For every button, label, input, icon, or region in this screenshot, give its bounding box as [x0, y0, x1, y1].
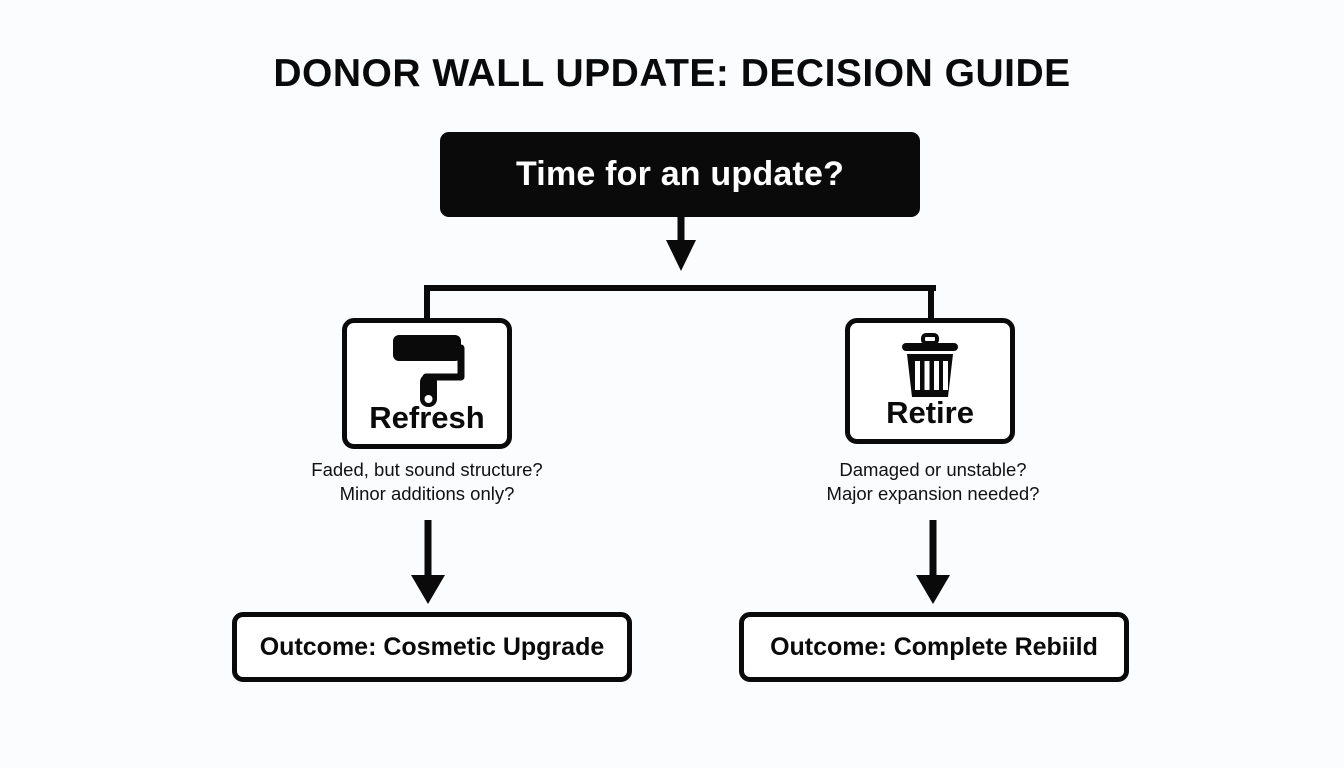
criteria-retire-line-2: Major expansion needed? — [826, 483, 1040, 504]
branch-label-retire: Retire — [886, 395, 974, 430]
branch-label-refresh: Refresh — [369, 400, 485, 435]
root-decision-label: Time for an update? — [515, 155, 845, 193]
branch-node-refresh[interactable]: Refresh — [342, 318, 512, 449]
criteria-refresh-line-2: Minor additions only? — [339, 483, 515, 504]
right-outcome-arrow-head — [916, 575, 950, 604]
outcome-node-cosmetic-upgrade[interactable]: Outcome: Cosmetic Upgrade — [232, 612, 632, 682]
outcome-node-complete-rebuild[interactable]: Outcome: Complete Rebiild — [739, 612, 1129, 682]
outcome-label-cosmetic-upgrade: Outcome: Cosmetic Upgrade — [259, 632, 605, 661]
criteria-retire-line-1: Damaged or unstable? — [839, 459, 1027, 480]
paint-roller-icon — [347, 331, 507, 409]
outcome-label-complete-rebuild: Outcome: Complete Rebiild — [770, 632, 1098, 661]
criteria-refresh: Faded, but sound structure? Minor additi… — [247, 458, 607, 506]
branch-node-retire[interactable]: Retire — [845, 318, 1015, 444]
left-outcome-arrow-head — [411, 575, 445, 604]
root-arrow-head — [666, 240, 696, 271]
root-decision-node[interactable]: Time for an update? — [440, 132, 920, 217]
page-title: DONOR WALL UPDATE: DECISION GUIDE — [273, 52, 1071, 95]
trash-can-icon — [850, 331, 1010, 403]
criteria-refresh-line-1: Faded, but sound structure? — [311, 459, 543, 480]
criteria-retire: Damaged or unstable? Major expansion nee… — [753, 458, 1113, 506]
